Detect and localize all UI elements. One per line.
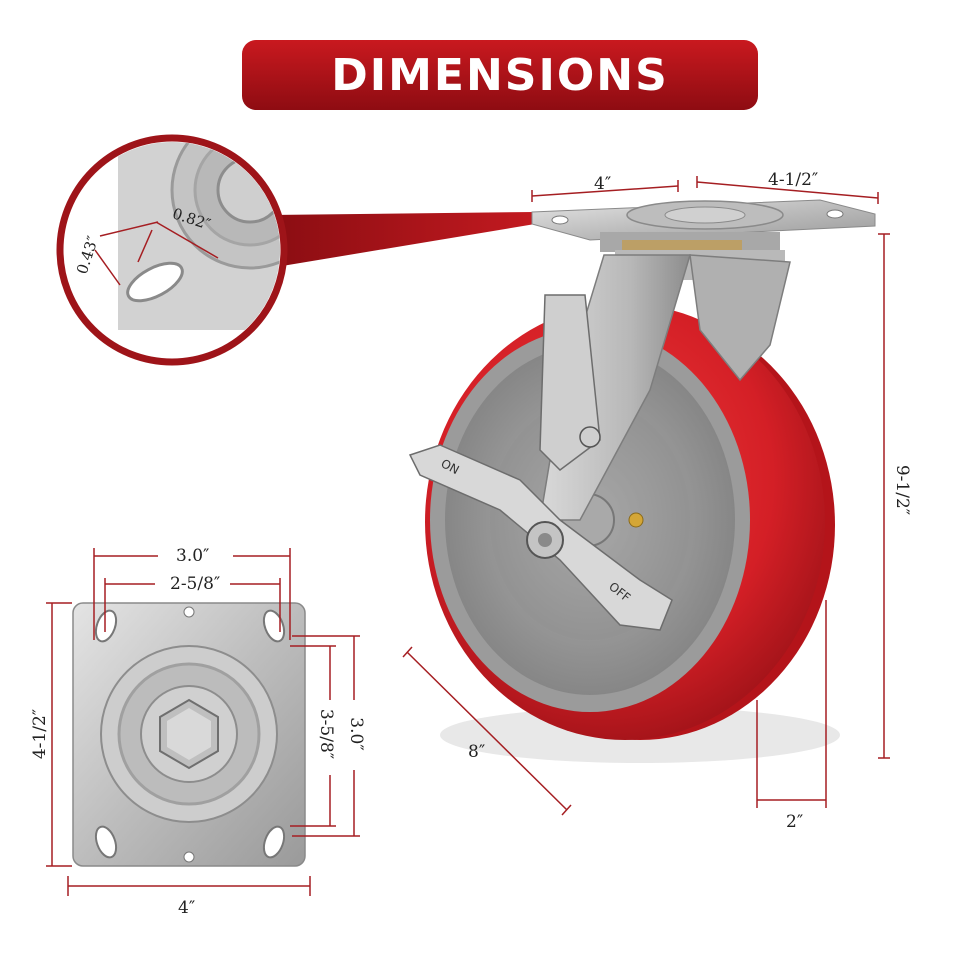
plate-width-label: 4-1/2″ — [768, 170, 819, 190]
plate-width-bottom-label: 4″ — [178, 898, 196, 918]
banner-background — [242, 40, 758, 110]
plate-height-label: 4-1/2″ — [30, 708, 50, 760]
hole-spacing-narrow-label: 2-5/8″ — [170, 574, 221, 594]
caster-brake: ON OFF — [408, 294, 673, 631]
plate-dimension-lines — [46, 548, 360, 896]
wheel-width-label: 2″ — [786, 812, 804, 832]
hole-spacing-wide-label: 3.0″ — [176, 546, 210, 566]
mounting-plate — [72, 602, 306, 867]
dimensions-banner: DIMENSIONS — [242, 40, 758, 110]
caster-dimension-lines — [402, 176, 890, 816]
banner-title: DIMENSIONS — [331, 50, 669, 101]
overall-height-label: 9-1/2″ — [892, 464, 912, 516]
vertical-spacing-narrow-label: 3-5/8″ — [316, 708, 336, 760]
plate-depth-label: 4″ — [594, 174, 612, 194]
vertical-spacing-wide-label: 3.0″ — [346, 717, 366, 751]
wheel-diameter-label: 8″ — [468, 742, 486, 762]
detail-pointer — [270, 212, 535, 268]
